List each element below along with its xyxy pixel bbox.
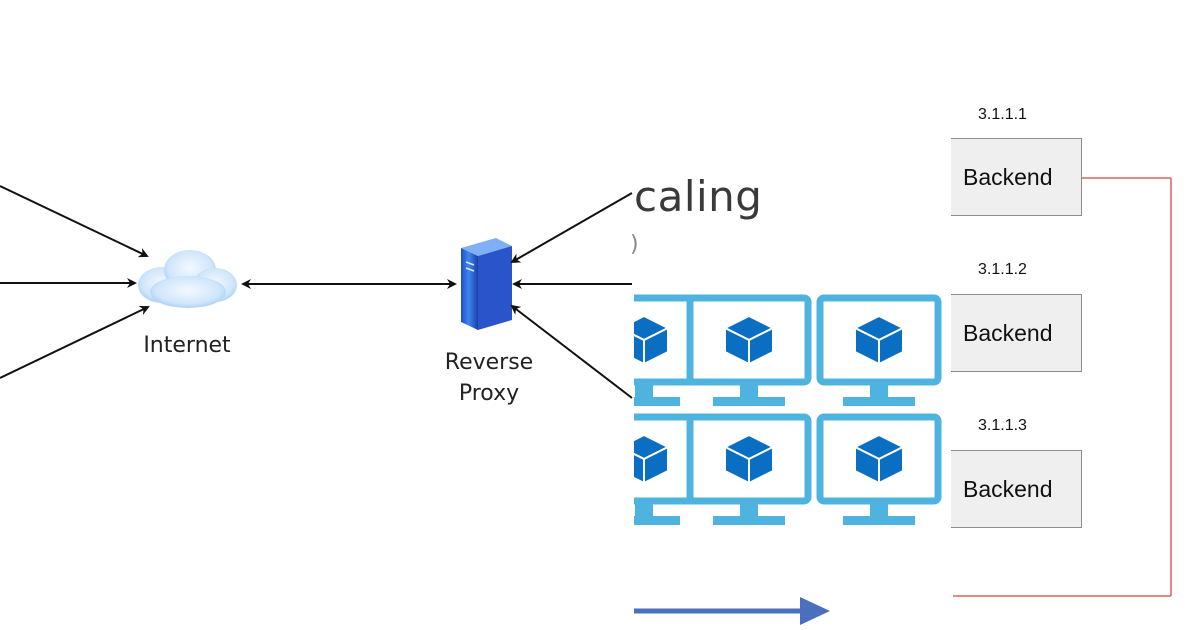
reverse-proxy-label-line1: Reverse — [444, 350, 534, 375]
vm-monitor-icon — [634, 294, 707, 406]
backend-connector — [953, 177, 1172, 597]
vm-monitor-icon — [686, 294, 812, 406]
vm-monitor-icon — [816, 413, 942, 525]
vm-monitor-icon — [816, 294, 942, 406]
reverse-proxy-label: Reverse Proxy — [428, 347, 550, 409]
backend-box-3: Backend — [951, 450, 1082, 528]
arrow-client-top — [0, 185, 149, 258]
arrow-right-top — [510, 192, 633, 263]
cloud-icon — [138, 250, 237, 308]
backend-box-2: Backend — [951, 294, 1082, 372]
server-icon — [461, 238, 512, 330]
internet-label: Internet — [143, 333, 231, 358]
backend-label-2: Backend — [963, 319, 1053, 346]
arrow-right-bottom — [510, 304, 633, 399]
backend-label-3: Backend — [963, 475, 1053, 502]
vm-grid — [634, 294, 942, 525]
scaling-subheading: ) — [630, 232, 639, 257]
arrow-client-bottom — [0, 305, 150, 379]
backend-ip-3: 3.1.1.3 — [978, 417, 1027, 434]
scaling-heading: caling — [634, 172, 763, 221]
reverse-proxy-label-line2: Proxy — [458, 381, 520, 406]
backend-label-1: Backend — [963, 163, 1053, 190]
scale-arrow — [634, 597, 830, 625]
backend-box-1: Backend — [951, 138, 1082, 216]
vm-monitor-icon — [634, 413, 707, 525]
vm-monitor-icon — [686, 413, 812, 525]
backend-ip-1: 3.1.1.1 — [978, 106, 1027, 123]
backend-ip-2: 3.1.1.2 — [978, 261, 1027, 278]
